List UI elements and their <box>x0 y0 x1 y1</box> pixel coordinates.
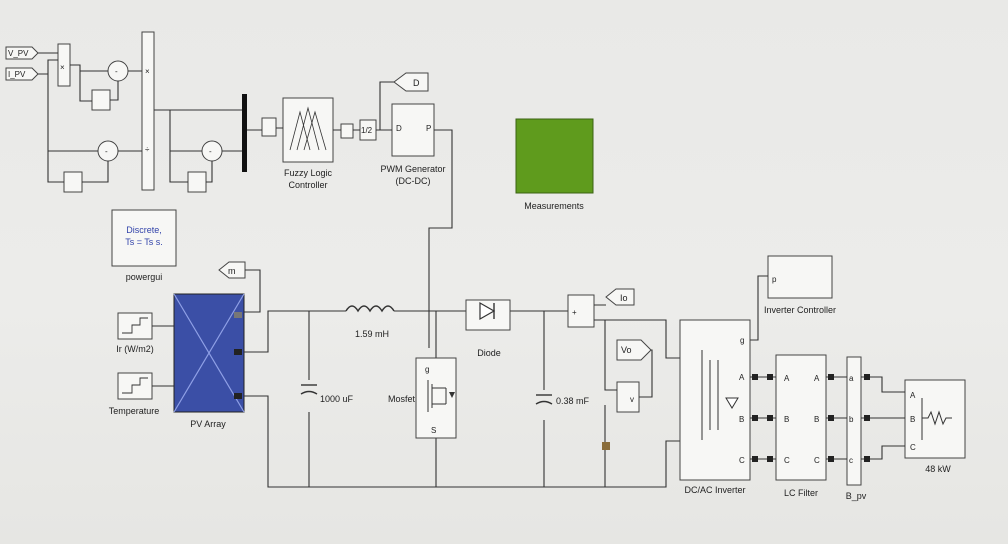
capacitor-2-label: 0.38 mF <box>556 396 590 406</box>
inverter-controller-port: p <box>772 275 777 284</box>
goto-m-label: m <box>228 266 236 276</box>
load-label: 48 kW <box>925 464 951 474</box>
svg-text:÷: ÷ <box>145 145 150 154</box>
mosfet-g-port: g <box>425 365 429 374</box>
svg-text:c: c <box>849 456 853 465</box>
svg-text:A: A <box>784 374 790 383</box>
power-wires <box>244 310 680 488</box>
sum-block-3[interactable] <box>201 140 223 162</box>
svg-text:C: C <box>910 443 916 452</box>
svg-text:B: B <box>814 415 819 424</box>
svg-text:A: A <box>814 374 820 383</box>
inverter-g-port: g <box>740 336 744 345</box>
powergui-text: Discrete,Ts = Ts s. <box>125 225 163 247</box>
svg-text:-: - <box>209 147 212 156</box>
mux-bar[interactable] <box>242 94 247 172</box>
sum-block-1[interactable] <box>107 60 129 82</box>
measurements-label: Measurements <box>524 201 584 211</box>
svg-text:a: a <box>849 374 854 383</box>
ipv-label: I_PV <box>8 70 26 79</box>
three-phase-wires <box>750 376 905 460</box>
irradiance-label: Ir (W/m2) <box>116 344 154 354</box>
svg-text:B: B <box>910 415 915 424</box>
vpv-label: V_PV <box>8 49 29 58</box>
inductor-label: 1.59 mH <box>355 329 389 339</box>
mosfet-s-port: S <box>431 426 436 435</box>
load-block[interactable] <box>904 379 966 459</box>
svg-text:-: - <box>115 67 118 76</box>
svg-text:b: b <box>849 415 854 424</box>
b-pv-label: B_pv <box>846 491 867 501</box>
inverter-label: DC/AC Inverter <box>684 485 745 495</box>
saturation-block[interactable] <box>340 123 354 139</box>
temperature-step-block[interactable] <box>117 372 153 400</box>
svg-text:-: - <box>105 147 108 156</box>
svg-text:A: A <box>910 391 916 400</box>
svg-text:1/2: 1/2 <box>361 126 373 135</box>
goto-io-label: Io <box>620 293 628 303</box>
sum-block-2[interactable] <box>97 140 119 162</box>
pwm-label: PWM Generator(DC-DC) <box>380 164 445 186</box>
pwm-in-port: D <box>396 124 402 133</box>
irradiance-step-block[interactable] <box>117 312 153 340</box>
voltage-measurement[interactable] <box>616 381 640 413</box>
divide-block[interactable] <box>141 31 155 191</box>
diode-label: Diode <box>477 348 501 358</box>
inverter-controller[interactable] <box>767 255 833 299</box>
inductor[interactable] <box>345 305 395 313</box>
svg-text:×: × <box>145 67 150 76</box>
goto-vo-tag[interactable] <box>616 339 652 361</box>
powergui-label: powergui <box>126 272 163 282</box>
vpv-from-tag[interactable] <box>5 46 39 60</box>
dc-ac-inverter[interactable] <box>679 319 751 481</box>
svg-text:A: A <box>739 373 745 382</box>
svg-text:C: C <box>814 456 820 465</box>
pv-array-label: PV Array <box>190 419 226 429</box>
control-wires <box>38 52 453 348</box>
svg-text:C: C <box>784 456 790 465</box>
goto-d-tag[interactable] <box>393 72 429 92</box>
measurements-subsystem[interactable] <box>515 118 594 194</box>
mosfet-block[interactable] <box>415 357 457 439</box>
inverter-controller-label: Inverter Controller <box>764 305 836 315</box>
svg-text:+: + <box>572 308 577 317</box>
temperature-label: Temperature <box>109 406 160 416</box>
goto-io-tag[interactable] <box>605 288 635 306</box>
mosfet-label: Mosfet <box>388 394 416 404</box>
pwm-out-port: P <box>426 124 431 133</box>
svg-text:B: B <box>784 415 789 424</box>
unit-delay-3[interactable] <box>187 171 207 193</box>
lc-filter-label: LC Filter <box>784 488 818 498</box>
gain-block[interactable] <box>261 117 277 137</box>
lc-filter[interactable] <box>775 354 827 481</box>
svg-text:×: × <box>60 63 65 72</box>
b-pv-bus[interactable] <box>846 356 862 486</box>
svg-text:C: C <box>739 456 745 465</box>
voltage-meas-label: v <box>630 395 634 404</box>
capacitor-1-label: 1000 uF <box>320 394 354 404</box>
ipv-from-tag[interactable] <box>5 67 39 81</box>
unit-delay-1[interactable] <box>91 89 111 111</box>
powergui-block[interactable] <box>111 209 177 267</box>
unit-delay-2[interactable] <box>63 171 83 193</box>
goto-d-label: D <box>413 78 420 88</box>
current-measurement[interactable] <box>567 294 595 328</box>
svg-text:B: B <box>739 415 744 424</box>
goto-vo-label: Vo <box>621 345 632 355</box>
